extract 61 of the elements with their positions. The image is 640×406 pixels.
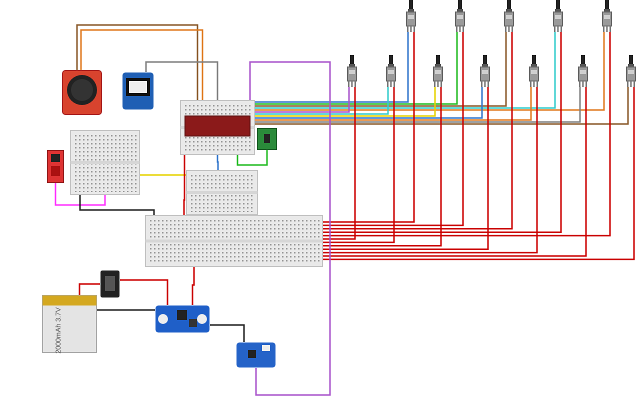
wire — [323, 87, 356, 240]
wire — [140, 174, 186, 176]
breadboard — [70, 130, 140, 195]
potentiometer — [504, 0, 514, 32]
potentiometer — [529, 55, 539, 87]
wire — [249, 61, 331, 396]
wire — [255, 87, 629, 125]
breadboard — [145, 215, 323, 267]
wire — [192, 267, 195, 305]
wire — [323, 87, 489, 250]
wire — [323, 32, 513, 230]
wire — [210, 324, 245, 342]
wire — [323, 87, 442, 247]
wire — [323, 32, 611, 236]
potentiometer — [626, 55, 636, 87]
wire — [255, 87, 436, 117]
wire — [255, 87, 483, 119]
potentiometer — [480, 55, 490, 87]
wire — [79, 195, 155, 215]
wire — [255, 87, 581, 123]
wire — [216, 155, 219, 170]
potentiometer — [433, 55, 443, 87]
wire — [323, 87, 635, 260]
wire — [255, 87, 350, 113]
breadboard-with-microcontroller — [180, 100, 255, 155]
potentiometer — [455, 0, 465, 32]
potentiometer — [347, 55, 357, 87]
wire — [120, 279, 168, 305]
wire — [183, 155, 186, 215]
circuit-module — [257, 128, 277, 150]
potentiometer — [578, 55, 588, 87]
wire — [255, 32, 409, 103]
wire — [255, 32, 458, 105]
wire — [78, 283, 100, 295]
potentiometer — [553, 0, 563, 32]
wire — [323, 32, 415, 223]
wire — [255, 87, 389, 115]
potentiometer — [406, 0, 416, 32]
wire — [255, 32, 556, 109]
display-module — [122, 72, 154, 110]
wire — [323, 87, 395, 244]
wire — [323, 32, 562, 233]
wire — [236, 150, 268, 166]
wire — [323, 87, 538, 254]
wire — [323, 87, 587, 257]
charger-module — [236, 342, 276, 368]
breadboard — [186, 170, 258, 215]
potentiometer — [386, 55, 396, 87]
wire — [255, 32, 605, 111]
wire — [255, 87, 532, 121]
wire — [255, 32, 507, 107]
battery — [42, 295, 97, 353]
converter-module — [155, 305, 210, 333]
wire — [97, 309, 155, 311]
wire — [323, 32, 464, 226]
power-switch — [100, 270, 120, 298]
wire — [145, 61, 218, 100]
wire — [54, 183, 106, 206]
joystick-module — [62, 70, 102, 115]
circuit-module — [47, 150, 64, 183]
potentiometer — [602, 0, 612, 32]
